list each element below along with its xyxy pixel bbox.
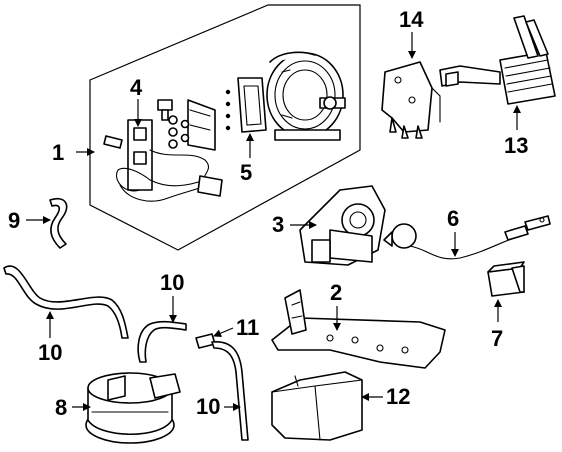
callout-10-bottom: 10	[196, 394, 241, 419]
switch-part-7	[487, 261, 525, 297]
bracket-part-4	[103, 99, 223, 202]
gasket-part-5	[225, 77, 267, 133]
servo-part-3	[299, 185, 386, 266]
callout-9: 9	[8, 208, 51, 233]
diaphragm-actuator	[266, 51, 346, 141]
bracket-part-2	[271, 289, 446, 369]
svg-text:9: 9	[8, 208, 20, 233]
svg-text:2: 2	[330, 280, 342, 305]
svg-text:8: 8	[55, 395, 67, 420]
svg-text:10: 10	[160, 270, 184, 295]
svg-text:10: 10	[196, 394, 220, 419]
svg-text:14: 14	[399, 7, 424, 32]
svg-text:11: 11	[236, 315, 259, 340]
svg-text:13: 13	[504, 133, 528, 158]
svg-text:3: 3	[272, 212, 284, 237]
actuator-assembly-box	[89, 4, 361, 251]
cable-part-6	[383, 215, 551, 260]
callout-3: 3	[272, 212, 317, 237]
callout-6: 6	[447, 206, 459, 257]
bracket-part-14	[381, 61, 441, 139]
hose-part-10-bottom	[211, 341, 249, 441]
svg-text:1: 1	[52, 140, 64, 165]
control-module-part-13	[439, 15, 556, 105]
callout-13: 13	[504, 105, 528, 158]
callout-12: 12	[361, 384, 410, 409]
callout-10-middle: 10	[160, 270, 184, 323]
callout-14: 14	[399, 7, 424, 59]
hose-part-10-left	[3, 265, 129, 339]
canister-part-8	[85, 372, 181, 444]
callout-4: 4	[130, 75, 143, 127]
callout-7: 7	[491, 299, 503, 351]
hose-part-10-middle	[137, 320, 187, 363]
svg-text:6: 6	[447, 206, 459, 231]
svg-text:5: 5	[240, 160, 252, 185]
callout-2: 2	[330, 280, 342, 331]
callout-1: 1	[52, 140, 95, 165]
callout-10-left: 10	[38, 311, 62, 365]
callout-8: 8	[55, 395, 91, 420]
callout-11: 11	[213, 315, 259, 340]
callout-5: 5	[240, 133, 254, 185]
svg-text:7: 7	[491, 326, 503, 351]
svg-text:10: 10	[38, 340, 62, 365]
cover-part-12	[271, 371, 363, 441]
hose-part-9	[49, 198, 68, 249]
svg-text:12: 12	[386, 384, 410, 409]
fitting-part-11	[195, 333, 216, 349]
svg-text:4: 4	[130, 75, 143, 100]
